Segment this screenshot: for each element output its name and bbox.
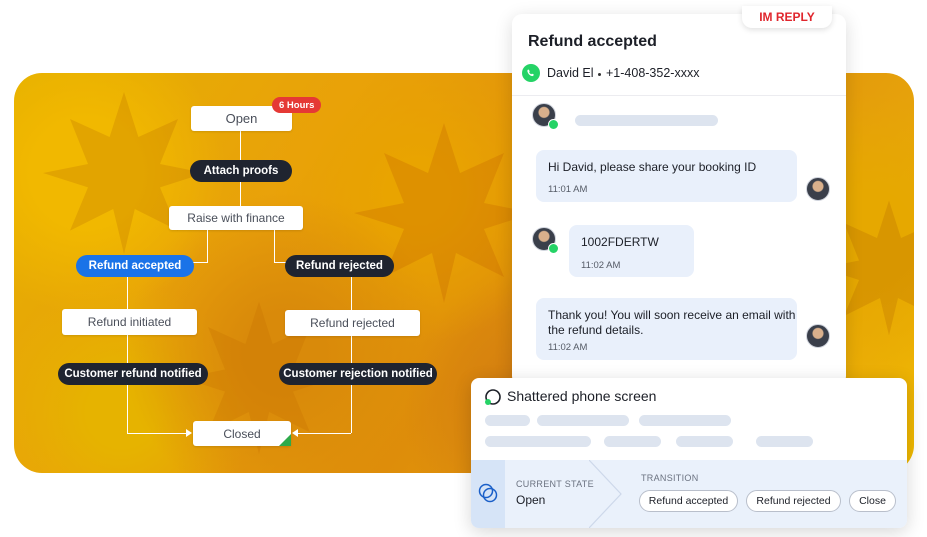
step-divider bbox=[589, 460, 622, 528]
contact-name: David El bbox=[547, 66, 594, 80]
message-time: 11:01 AM bbox=[548, 184, 588, 195]
separator-dot bbox=[598, 73, 601, 76]
placeholder-line bbox=[604, 436, 661, 447]
whatsapp-icon bbox=[548, 243, 559, 254]
placeholder-line bbox=[485, 415, 530, 426]
message-text: Thank you! You will soon receive an emai… bbox=[548, 308, 796, 322]
whatsapp-icon bbox=[522, 64, 540, 82]
state-bar: CURRENT STATE Open TRANSITION Refund acc… bbox=[471, 460, 907, 528]
customer-avatar bbox=[532, 227, 559, 254]
connector bbox=[127, 334, 128, 364]
connector bbox=[127, 276, 128, 310]
agent-avatar bbox=[806, 324, 830, 348]
maple-leaf-icon bbox=[354, 123, 534, 303]
placeholder-line bbox=[485, 436, 591, 447]
connector bbox=[351, 385, 352, 433]
transition-refund-accepted[interactable]: Refund accepted bbox=[76, 255, 194, 277]
maple-leaf-icon bbox=[43, 92, 205, 254]
current-state-value: Open bbox=[516, 493, 546, 507]
transition-label: TRANSITION bbox=[641, 473, 699, 483]
state-refund-initiated[interactable]: Refund initiated bbox=[62, 309, 197, 335]
closed-label: Closed bbox=[223, 426, 261, 441]
connector bbox=[351, 335, 352, 364]
connector bbox=[351, 276, 352, 310]
message-time: 11:02 AM bbox=[581, 260, 621, 271]
refund-accepted-button[interactable]: Refund accepted bbox=[639, 490, 738, 512]
state-raise-with-finance[interactable]: Raise with finance bbox=[169, 206, 303, 230]
state-closed[interactable]: Closed bbox=[193, 421, 291, 446]
im-reply-badge: IM REPLY bbox=[742, 6, 832, 28]
chat-panel: Refund accepted David El +1-408-352-xxxx… bbox=[512, 14, 846, 386]
placeholder-line bbox=[676, 436, 733, 447]
contact-phone: +1-408-352-xxxx bbox=[606, 66, 700, 80]
connector bbox=[207, 229, 208, 262]
agent-avatar bbox=[806, 177, 830, 201]
state-strip bbox=[471, 460, 505, 528]
typing-placeholder bbox=[575, 115, 718, 126]
refund-rejected-button[interactable]: Refund rejected bbox=[746, 490, 841, 512]
agent-message: Hi David, please share your booking ID 1… bbox=[536, 150, 797, 202]
message-text: the refund details. bbox=[548, 323, 644, 337]
connector bbox=[127, 433, 187, 434]
closed-marker bbox=[279, 434, 291, 446]
message-time: 11:02 AM bbox=[548, 342, 588, 353]
message-text: 1002FDERTW bbox=[581, 235, 659, 249]
arrow-head bbox=[186, 429, 192, 437]
transition-state-icon bbox=[478, 483, 498, 503]
connector bbox=[298, 433, 351, 434]
connector bbox=[127, 385, 128, 433]
transition-customer-refund-notified[interactable]: Customer refund notified bbox=[58, 363, 208, 385]
connector bbox=[274, 229, 275, 262]
placeholder-line bbox=[537, 415, 629, 426]
chat-header: Refund accepted David El +1-408-352-xxxx bbox=[512, 14, 846, 96]
transition-attach-proofs[interactable]: Attach proofs bbox=[190, 160, 292, 182]
transition-refund-rejected[interactable]: Refund rejected bbox=[285, 255, 394, 277]
chat-title: Refund accepted bbox=[528, 33, 657, 50]
connector bbox=[240, 180, 241, 206]
current-state-label: CURRENT STATE bbox=[516, 479, 594, 489]
maple-leaf-icon bbox=[821, 200, 914, 336]
state-refund-rejected[interactable]: Refund rejected bbox=[285, 310, 420, 336]
time-badge: 6 Hours bbox=[272, 97, 322, 113]
whatsapp-icon bbox=[548, 119, 559, 130]
agent-message: Thank you! You will soon receive an emai… bbox=[536, 298, 797, 360]
close-button[interactable]: Close bbox=[849, 490, 896, 512]
maple-leaf-icon bbox=[182, 301, 336, 455]
placeholder-line bbox=[756, 436, 813, 447]
transition-customer-rejection-notified[interactable]: Customer rejection notified bbox=[279, 363, 437, 385]
placeholder-line bbox=[639, 415, 731, 426]
message-text: Hi David, please share your booking ID bbox=[548, 160, 757, 174]
whatsapp-icon bbox=[485, 389, 501, 405]
ticket-title: Shattered phone screen bbox=[507, 388, 657, 404]
customer-message: 1002FDERTW 11:02 AM bbox=[569, 225, 694, 277]
arrow-head bbox=[292, 429, 298, 437]
customer-avatar bbox=[532, 103, 559, 130]
ticket-card: Shattered phone screen CURRENT STATE Ope… bbox=[471, 378, 907, 528]
connector bbox=[240, 130, 241, 172]
